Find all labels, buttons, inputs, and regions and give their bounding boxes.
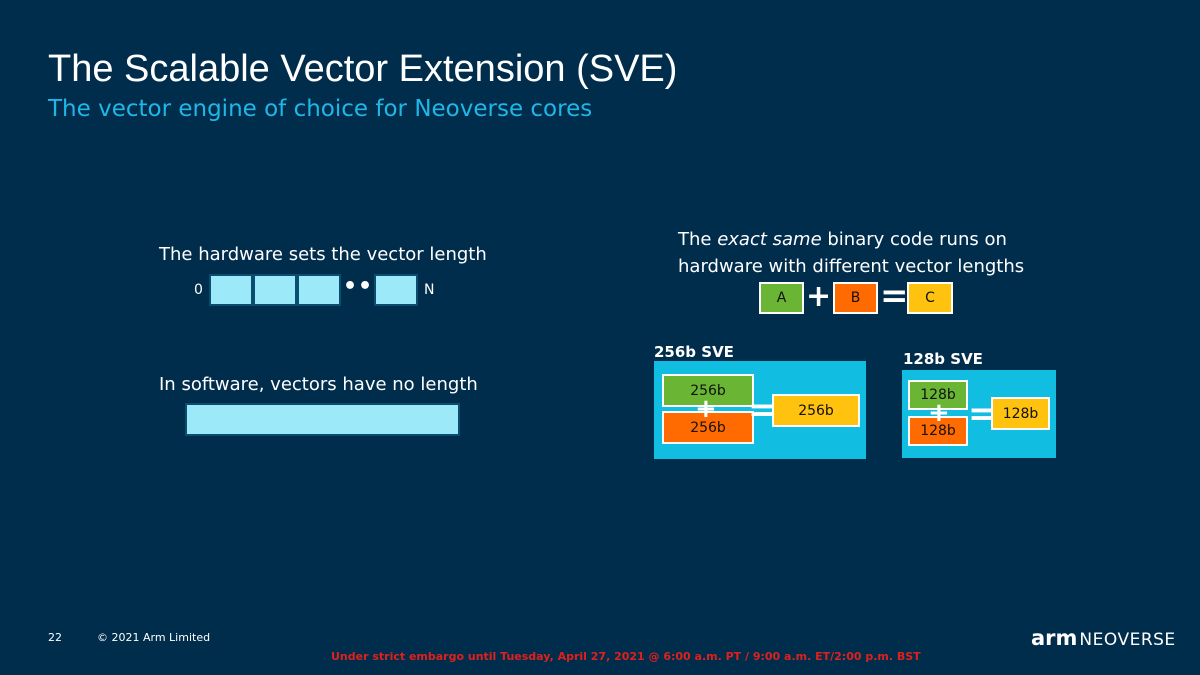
vector-cell <box>253 274 297 306</box>
copyright: © 2021 Arm Limited <box>97 631 211 644</box>
binary-code-text-line1: The exact same binary code runs on <box>678 229 1007 250</box>
panel-256-b-box: 256b <box>662 411 754 444</box>
panel-128-b-box: 128b <box>908 416 968 446</box>
panel-256-title: 256b SVE <box>654 343 734 361</box>
panel-256-c-box: 256b <box>772 394 860 427</box>
logo-arm: arm <box>1031 626 1078 650</box>
equation-b-box: B <box>833 282 878 314</box>
exact-same-emphasis: exact same <box>717 229 822 250</box>
page-number: 22 <box>48 631 62 644</box>
vector-index-end: N <box>424 282 435 298</box>
hardware-vector-label: The hardware sets the vector length <box>159 244 487 265</box>
equation-c-box: C <box>907 282 953 314</box>
logo-neoverse: NEOVERSE <box>1079 630 1176 650</box>
vector-cell <box>209 274 253 306</box>
slide-subtitle: The vector engine of choice for Neoverse… <box>48 96 593 122</box>
equals-icon: = <box>880 276 909 316</box>
plus-icon: + <box>695 394 717 424</box>
plus-icon: + <box>806 279 832 314</box>
vector-cell <box>297 274 341 306</box>
embargo-notice: Under strict embargo until Tuesday, Apri… <box>331 650 921 663</box>
panel-128: 128b 128b + = 128b <box>902 370 1056 458</box>
binary-code-text-line2: hardware with different vector lengths <box>678 256 1025 277</box>
vector-cell-last <box>374 274 418 306</box>
panel-128-c-box: 128b <box>991 397 1050 430</box>
panel-256: 256b 256b + = 256b <box>654 361 866 459</box>
slide-title: The Scalable Vector Extension (SVE) <box>48 48 678 90</box>
software-vector-label: In software, vectors have no length <box>159 374 478 395</box>
panel-256-a-box: 256b <box>662 374 754 407</box>
binary-code-text-rest: binary code runs on <box>821 229 1007 250</box>
vector-index-start: 0 <box>194 282 203 298</box>
binary-code-text-prefix: The <box>678 229 718 250</box>
software-vector-bar <box>185 403 460 436</box>
equals-icon: = <box>748 390 777 430</box>
plus-icon: + <box>928 398 950 428</box>
panel-128-a-box: 128b <box>908 380 968 410</box>
panel-128-title: 128b SVE <box>903 350 983 368</box>
equation-a-box: A <box>759 282 804 314</box>
